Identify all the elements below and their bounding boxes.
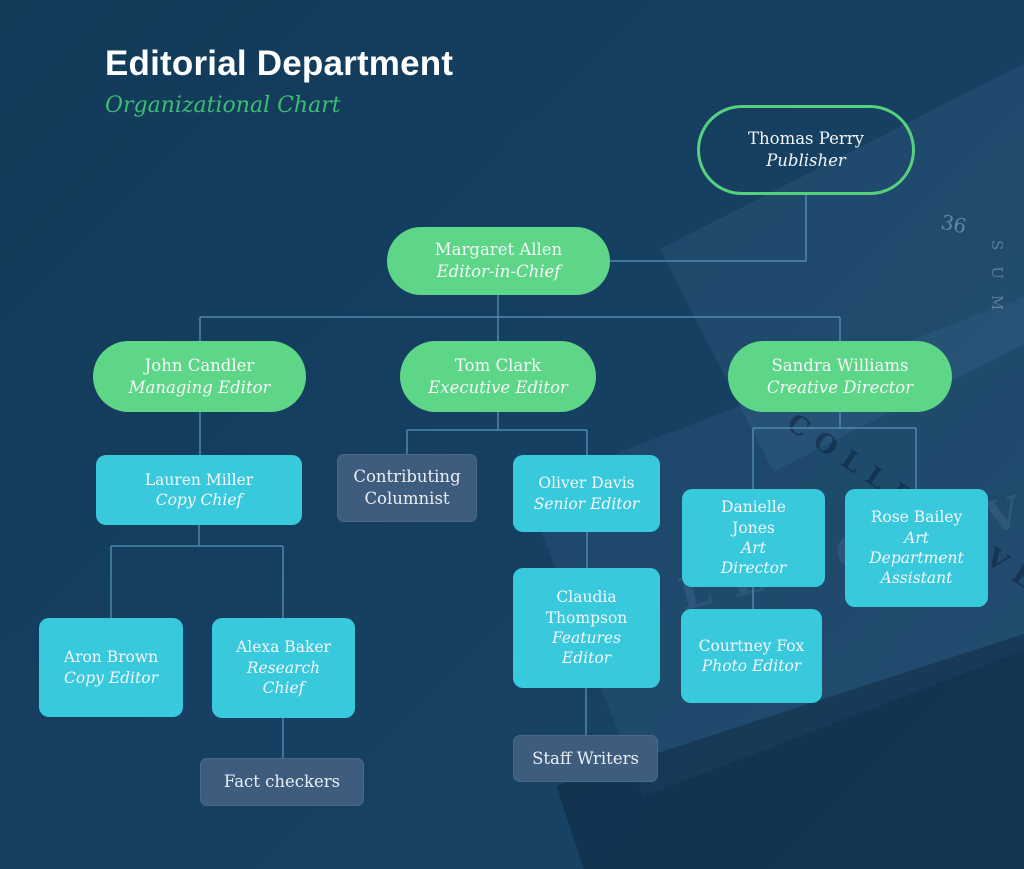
- person-name: John Candler: [144, 355, 255, 375]
- person-role: Creative Director: [766, 377, 914, 397]
- group-label: Fact checkers: [223, 772, 341, 792]
- person-name: Oliver Davis: [538, 474, 635, 493]
- person-role: Features Editor: [551, 629, 622, 668]
- person-role: Managing Editor: [128, 377, 271, 397]
- person-name: Margaret Allen: [434, 240, 563, 260]
- person-name: Thomas Perry: [748, 129, 864, 149]
- org-node-fact-checkers: Fact checkers: [200, 758, 364, 806]
- person-name: Claudia Thompson: [545, 588, 628, 627]
- person-role: Research Chief: [246, 658, 321, 698]
- person-name: Danielle Jones: [721, 498, 786, 537]
- person-role: Publisher: [766, 151, 846, 170]
- org-node-contributing-columnist: Contributing Columnist: [337, 454, 477, 522]
- page-title: Editorial Department: [105, 44, 454, 83]
- person-role: Copy Editor: [64, 668, 158, 687]
- person-name: Tom Clark: [454, 355, 542, 375]
- person-name: Alexa Baker: [236, 638, 331, 657]
- group-label: Staff Writers: [532, 748, 639, 768]
- title-block: Editorial Department Organizational Char…: [105, 44, 453, 118]
- watermark-issue-number: 36: [938, 209, 969, 239]
- person-role: Photo Editor: [701, 657, 802, 675]
- person-role: Art Director: [720, 539, 787, 578]
- person-role: Copy Chief: [155, 491, 243, 509]
- person-role: Senior Editor: [533, 494, 640, 513]
- watermark-spine-text: SUM: [988, 240, 1006, 327]
- person-role: Executive Editor: [428, 377, 568, 397]
- person-name: Courtney Fox: [698, 636, 805, 655]
- person-name: Rose Bailey: [870, 508, 963, 527]
- group-label: Contributing Columnist: [353, 467, 461, 508]
- person-name: Sandra Williams: [771, 355, 909, 375]
- person-name: Aron Brown: [63, 648, 159, 667]
- person-role: Editor-in-Chief: [436, 262, 561, 281]
- person-role: Art Department Assistant: [869, 528, 964, 588]
- page-subtitle: Organizational Chart: [105, 93, 341, 118]
- org-node-staff-writers: Staff Writers: [513, 735, 658, 782]
- person-name: Lauren Miller: [144, 470, 254, 489]
